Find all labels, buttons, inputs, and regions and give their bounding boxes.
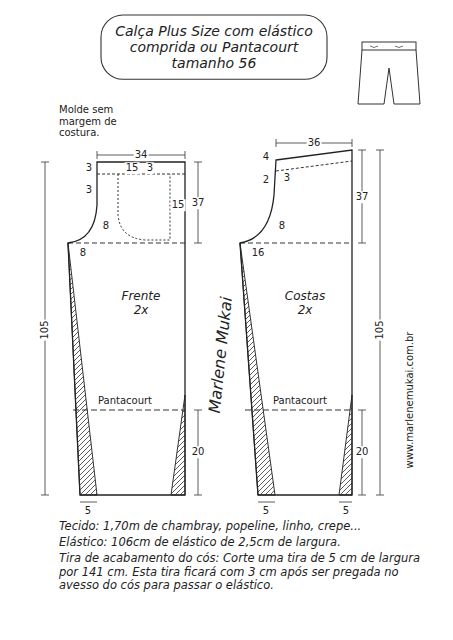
dimension-label: 5 <box>84 505 92 517</box>
dimension-label: 16 <box>251 247 266 259</box>
waistband-line <box>97 174 185 175</box>
dimension-label: 5 <box>262 505 270 517</box>
pantacourt-line <box>73 410 185 411</box>
piece-name: Frente 2x <box>113 290 169 318</box>
note: Tira de acabamento do cós: Corte uma tir… <box>58 552 432 592</box>
note: Tecido: 1,70m de chambray, popeline, lin… <box>58 520 432 533</box>
title-bubble: Calça Plus Size com elástico comprida ou… <box>100 14 328 80</box>
piece-outline <box>68 162 185 495</box>
waistband-line <box>276 161 352 171</box>
pocket-line <box>118 174 170 240</box>
dimension-label: 20 <box>191 446 206 458</box>
dimension-label: 105 <box>39 319 51 340</box>
dimension-label: 15 <box>171 199 186 211</box>
crotch-line <box>68 243 185 244</box>
hatch-area <box>68 243 97 495</box>
dimension-label: 3 <box>85 162 93 174</box>
dimension-label: 8 <box>278 220 286 232</box>
piece-outline <box>232 140 360 500</box>
dimension-label: 20 <box>355 446 370 458</box>
title-text: Calça Plus Size com elástico comprida ou… <box>100 23 328 71</box>
watermark: www.marlenemukai.com.br <box>404 331 416 470</box>
note: Elástico: 106cm de elástico de 2,5cm de … <box>58 536 432 549</box>
dimension-label: 3 <box>283 172 291 184</box>
pantacourt-line <box>245 410 352 411</box>
dimension-label: 8 <box>102 220 110 232</box>
dimension-label: 37 <box>191 197 206 209</box>
dimension-label: 34 <box>134 149 149 161</box>
dimension-label: 4 <box>262 151 270 163</box>
hatch-area <box>240 243 275 495</box>
dimension-label: 8 <box>79 247 87 259</box>
piece-name: Costas 2x <box>277 290 333 318</box>
note: Molde sem margem de costura. <box>58 104 152 139</box>
dimension-label: 2 <box>262 174 270 186</box>
signature: Marlene Mukai <box>206 295 237 415</box>
piece-outline <box>240 150 352 495</box>
pants-sketch <box>358 42 420 104</box>
crotch-line <box>240 243 352 244</box>
dimension-label: 105 <box>374 319 386 340</box>
dimension-label: 36 <box>307 137 322 149</box>
dimension-label: Pantacourt <box>272 395 328 407</box>
dimension-label: 3 <box>85 184 93 196</box>
pattern-piece: Costas 2x <box>232 140 360 500</box>
dimension-label: 37 <box>355 191 370 203</box>
dimension-label: 3 <box>146 162 154 174</box>
dimension-label: Pantacourt <box>97 395 153 407</box>
dimension-label: 5 <box>342 505 350 517</box>
bubble-outline <box>101 15 327 79</box>
dimension-label: 15 <box>125 162 140 174</box>
dimension-lines <box>41 139 384 502</box>
